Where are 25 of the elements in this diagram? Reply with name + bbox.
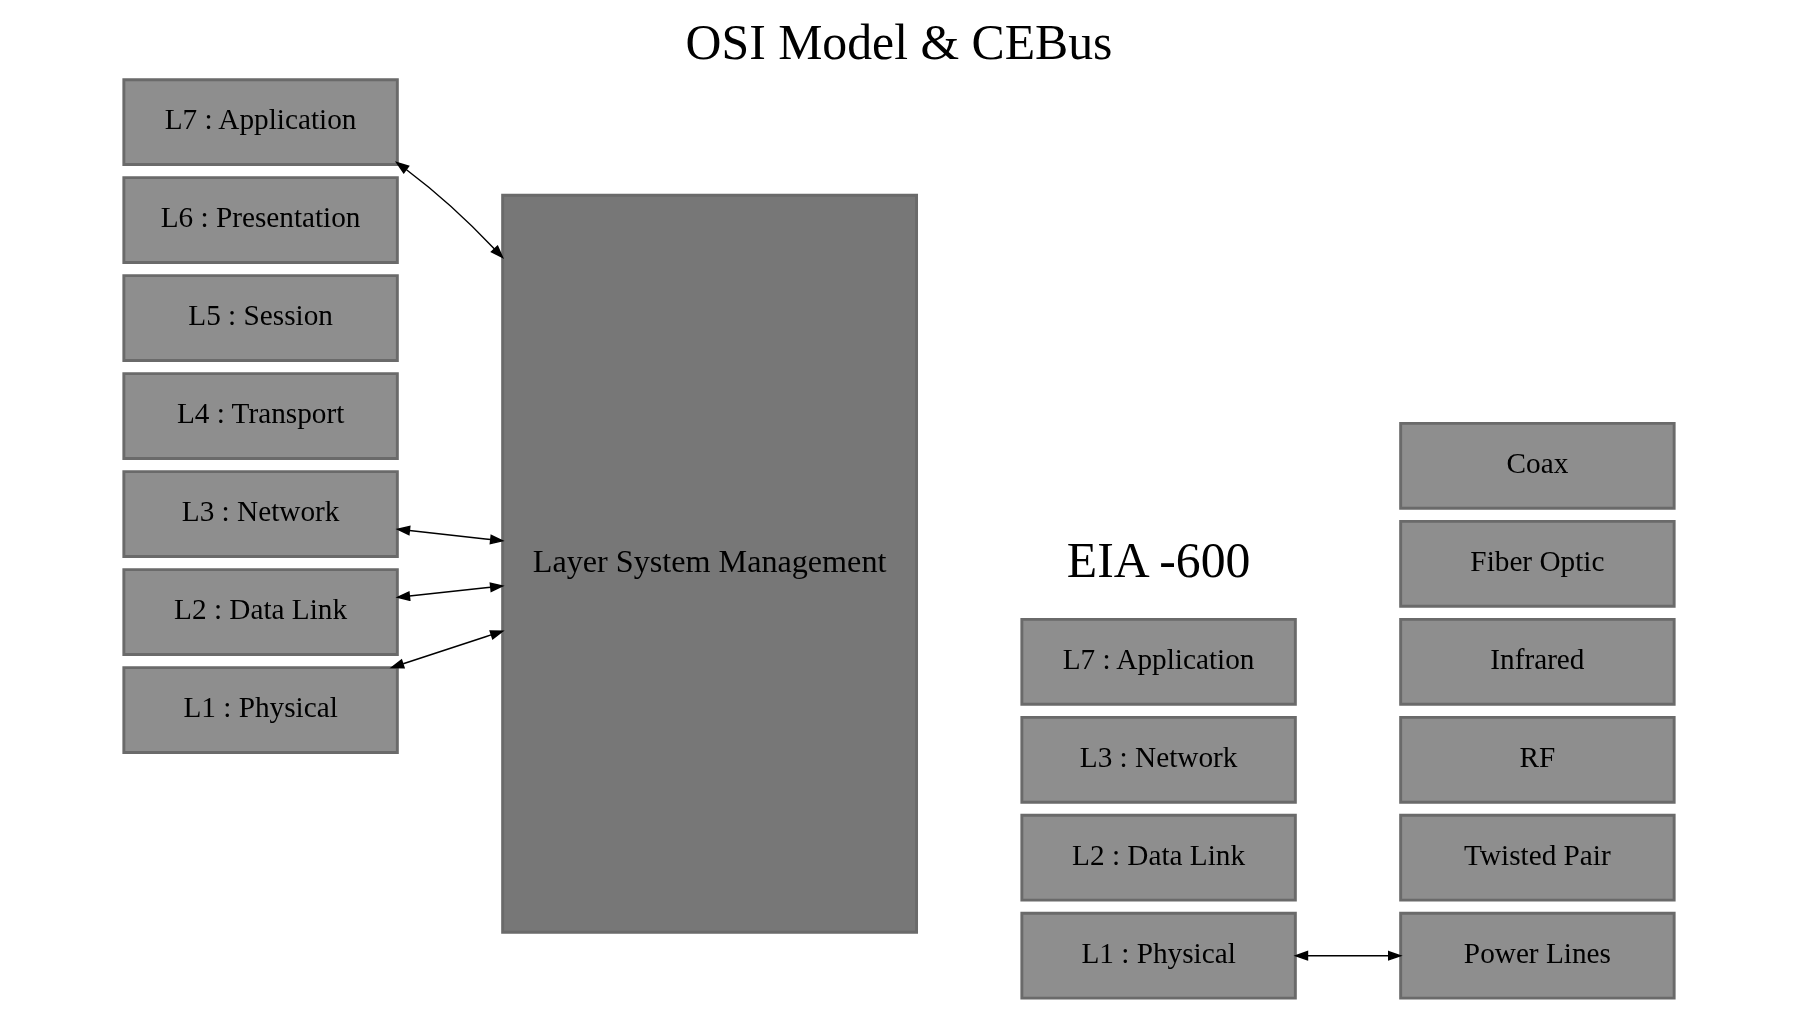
node-box: L2 : Data Link (122, 568, 399, 656)
arrow (389, 630, 505, 669)
node-box: L6 : Presentation (122, 176, 399, 264)
node-box: Infrared (1399, 617, 1676, 706)
node-box: L2 : Data Link (1020, 813, 1297, 902)
node-box: L1 : Physical (122, 666, 399, 754)
node-box: L4 : Transport (122, 372, 399, 460)
node-box: L1 : Physical (1020, 911, 1297, 1000)
node-box: Fiber Optic (1399, 519, 1676, 608)
arrow (395, 582, 505, 602)
label: EIA -600 (1066, 532, 1251, 588)
arrow (1293, 950, 1403, 961)
node-box: L7 : Application (1020, 617, 1297, 706)
node-box: Power Lines (1399, 911, 1676, 1000)
diagram-title: OSI Model & CEBus (685, 15, 1113, 71)
node-box: L7 : Application (122, 78, 399, 166)
node-box: Coax (1399, 421, 1676, 510)
node-box: Layer System Management (501, 193, 918, 934)
node-box: Twisted Pair (1399, 813, 1676, 902)
node-box: RF (1399, 715, 1676, 804)
node-box: L5 : Session (122, 274, 399, 362)
node-box: L3 : Network (122, 470, 399, 558)
arrow (395, 525, 505, 545)
arrow (394, 161, 504, 260)
node-box: L3 : Network (1020, 715, 1297, 804)
